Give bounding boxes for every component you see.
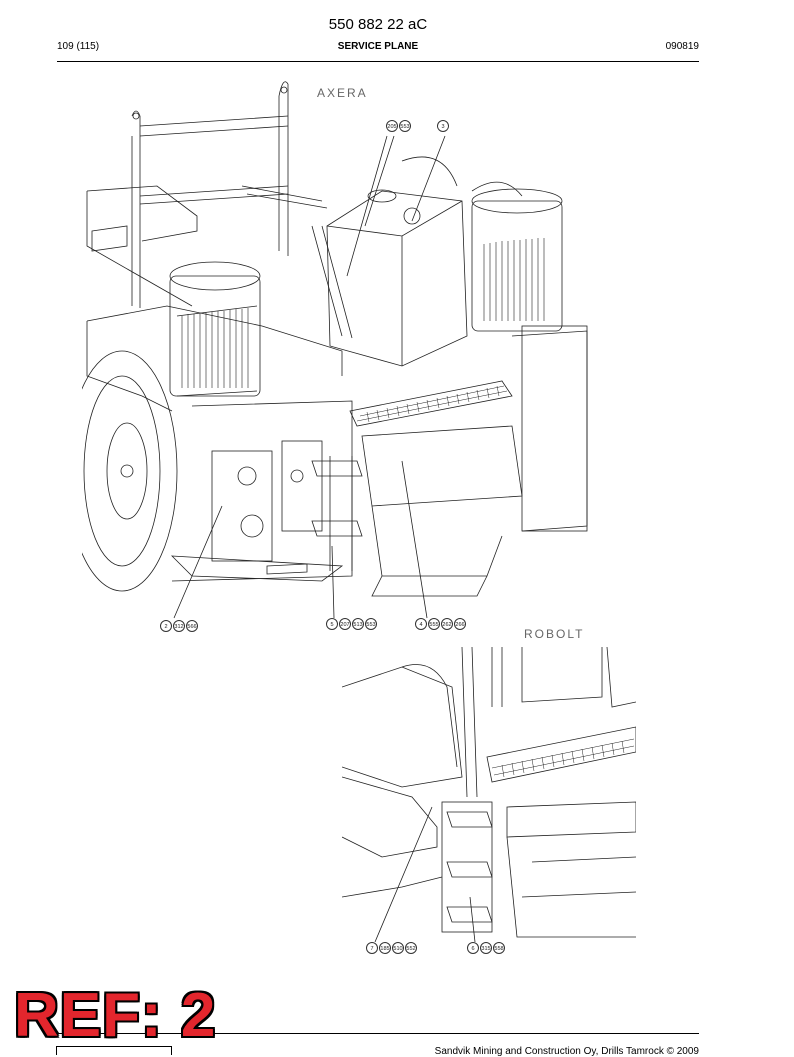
callout: 2 — [160, 620, 172, 632]
callout: 7 — [366, 942, 378, 954]
section-title: SERVICE PLANE — [337, 41, 419, 52]
axera-drawing — [82, 81, 588, 619]
callout: 315 — [480, 942, 492, 954]
callout: 553 — [365, 618, 377, 630]
callout: 3 — [437, 120, 449, 132]
callout: 510 — [392, 942, 404, 954]
page-number: 109 (115) — [57, 41, 100, 52]
footer-copyright: Sandvik Mining and Construction Oy, Dril… — [434, 1046, 699, 1057]
callout: 205 — [386, 120, 398, 132]
callout: 555 — [428, 618, 440, 630]
callout: 6 — [467, 942, 479, 954]
robolt-title: ROBOLT — [524, 627, 585, 641]
footer-rule — [57, 1033, 699, 1034]
axera-callout-top-b: 3 — [437, 120, 450, 132]
callout: 553 — [399, 120, 411, 132]
doc-number: 550 882 22 aC — [328, 16, 428, 33]
date-code: 090819 — [665, 41, 699, 52]
callout: 266 — [454, 618, 466, 630]
callout: 312 — [173, 620, 185, 632]
axera-callout-top-a: 205 553 — [386, 120, 412, 132]
callout: 513 — [352, 618, 364, 630]
axera-callout-bottom-b: 5 207 513 553 — [326, 618, 378, 630]
callout: 566 — [186, 620, 198, 632]
logo-fragment — [56, 1046, 172, 1055]
axera-callout-bottom-a: 2 312 566 — [160, 620, 199, 632]
callout: 262 — [441, 618, 453, 630]
axera-callout-bottom-c: 4 555 262 266 — [415, 618, 467, 630]
callout: 4 — [415, 618, 427, 630]
robolt-callout-bottom-b: 6 315 558 — [467, 942, 506, 954]
ref-stamp: REF: 2 — [14, 981, 217, 1050]
callout: 207 — [339, 618, 351, 630]
callout: 552 — [405, 942, 417, 954]
callout: 5 — [326, 618, 338, 630]
robolt-callout-bottom-a: 7 185 510 552 — [366, 942, 418, 954]
header-rule — [57, 61, 699, 62]
robolt-drawing — [342, 647, 636, 942]
callout: 185 — [379, 942, 391, 954]
callout: 558 — [493, 942, 505, 954]
axera-title: AXERA — [317, 86, 368, 100]
